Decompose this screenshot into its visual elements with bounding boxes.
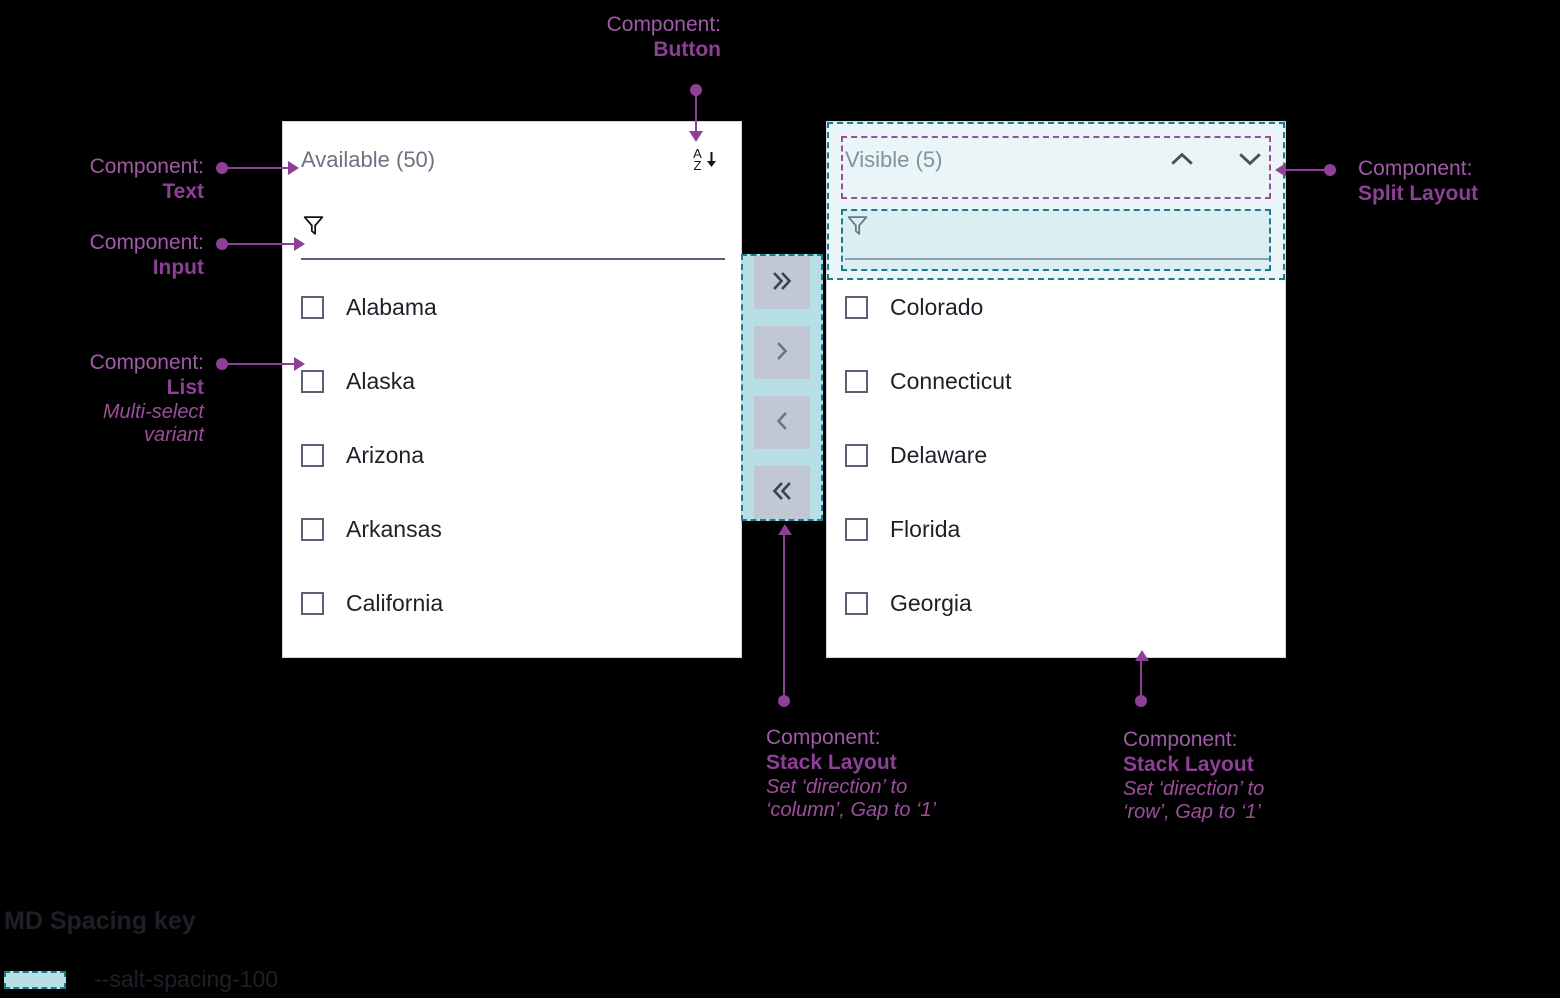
list-item[interactable]: Colorado	[845, 270, 1267, 344]
spacing-swatch-icon	[4, 970, 66, 989]
annotation-stack-layout-row: Component: Stack Layout Set ‘direction’ …	[1123, 728, 1265, 824]
move-left-button[interactable]	[754, 396, 810, 449]
annotation-connector	[783, 534, 785, 698]
annotation-input: Component: Input	[89, 231, 204, 279]
visible-filter-row[interactable]	[845, 198, 1269, 260]
chevron-right-icon	[767, 338, 797, 367]
chevron-double-right-icon	[767, 268, 797, 297]
checkbox[interactable]	[301, 517, 324, 541]
annotation-dot	[778, 695, 790, 707]
list-item-label: Florida	[890, 515, 961, 542]
visible-header-actions	[1163, 141, 1269, 179]
checkbox[interactable]	[845, 591, 868, 615]
move-right-button[interactable]	[754, 326, 810, 379]
annotation-button: Component: Button	[606, 13, 721, 61]
annotation-arrow	[294, 237, 305, 251]
annotation-connector	[1286, 169, 1328, 171]
list-item-label: Connecticut	[890, 367, 1012, 394]
annotation-arrow	[1135, 650, 1149, 661]
annotation-text: Component: Text	[89, 155, 204, 203]
list-item-label: Georgia	[890, 589, 972, 616]
checkbox[interactable]	[845, 369, 868, 393]
checkbox[interactable]	[301, 443, 324, 467]
checkbox[interactable]	[845, 443, 868, 467]
chevron-up-icon	[1167, 144, 1197, 177]
move-all-left-button[interactable]	[754, 466, 810, 519]
annotation-arrow	[1275, 163, 1286, 177]
list-item[interactable]: Delaware	[845, 418, 1267, 492]
spacing-key: MD Spacing key --salt-spacing-100	[4, 906, 278, 993]
list-item[interactable]: Arkansas	[301, 492, 723, 566]
list-item[interactable]: Alabama	[301, 270, 723, 344]
visible-panel-header: Visible (5)	[827, 122, 1285, 198]
list-item[interactable]: California	[301, 566, 723, 640]
move-all-right-button[interactable]	[754, 256, 810, 309]
list-item-label: Colorado	[890, 293, 984, 320]
available-filter-input[interactable]	[336, 216, 725, 240]
annotation-connector	[222, 363, 296, 365]
list-item[interactable]: Arizona	[301, 418, 723, 492]
spacing-key-row: --salt-spacing-100	[4, 966, 278, 993]
annotation-arrow	[294, 357, 305, 371]
list-item[interactable]: Georgia	[845, 566, 1267, 640]
visible-panel-title: Visible (5)	[845, 147, 943, 172]
filter-funnel-icon	[845, 213, 870, 243]
annotation-connector	[222, 167, 290, 169]
spacing-key-title: MD Spacing key	[4, 907, 196, 935]
checkbox[interactable]	[301, 295, 324, 319]
checkbox[interactable]	[845, 517, 868, 541]
annotation-connector	[1140, 660, 1142, 698]
checkbox[interactable]	[301, 369, 324, 393]
annotation-dot	[1324, 164, 1336, 176]
list-item-label: Arkansas	[346, 515, 442, 542]
annotation-stack-layout-column: Component: Stack Layout Set ‘direction’ …	[766, 726, 937, 822]
visible-panel: Visible (5)	[826, 121, 1286, 658]
visible-list: Colorado Connecticut Delaware Florida Ge…	[827, 270, 1285, 640]
list-item-label: Alabama	[346, 293, 437, 320]
annotation-arrow	[778, 524, 792, 535]
transfer-button-stack	[741, 254, 823, 521]
move-down-button[interactable]	[1231, 141, 1269, 179]
annotation-split-layout: Component: Split Layout	[1358, 157, 1479, 205]
chevron-down-icon	[1235, 144, 1265, 177]
list-item[interactable]: Alaska	[301, 344, 723, 418]
list-item[interactable]: Florida	[845, 492, 1267, 566]
list-item[interactable]: Connecticut	[845, 344, 1267, 418]
annotation-list: Component: List Multi-select variant	[89, 351, 204, 447]
chevron-left-icon	[767, 408, 797, 437]
annotation-dot	[1135, 695, 1147, 707]
annotation-arrow	[288, 161, 299, 175]
move-up-button[interactable]	[1163, 141, 1201, 179]
list-item-label: Alaska	[346, 367, 416, 394]
annotation-connector	[222, 243, 296, 245]
checkbox[interactable]	[845, 295, 868, 319]
chevron-double-left-icon	[767, 478, 797, 507]
visible-filter-input[interactable]	[880, 216, 1269, 240]
available-panel-title: Available (50)	[301, 147, 436, 172]
list-item-label: California	[346, 589, 444, 616]
list-item-label: Arizona	[346, 441, 424, 468]
available-list: Alabama Alaska Arizona Arkansas Californ…	[283, 270, 741, 640]
spacing-key-token: --salt-spacing-100	[94, 966, 279, 992]
checkbox[interactable]	[301, 591, 324, 615]
list-item-label: Delaware	[890, 441, 988, 468]
annotation-connector	[695, 90, 697, 133]
filter-funnel-icon	[301, 213, 326, 243]
annotation-arrow	[689, 131, 703, 142]
available-filter-row[interactable]	[301, 198, 725, 260]
